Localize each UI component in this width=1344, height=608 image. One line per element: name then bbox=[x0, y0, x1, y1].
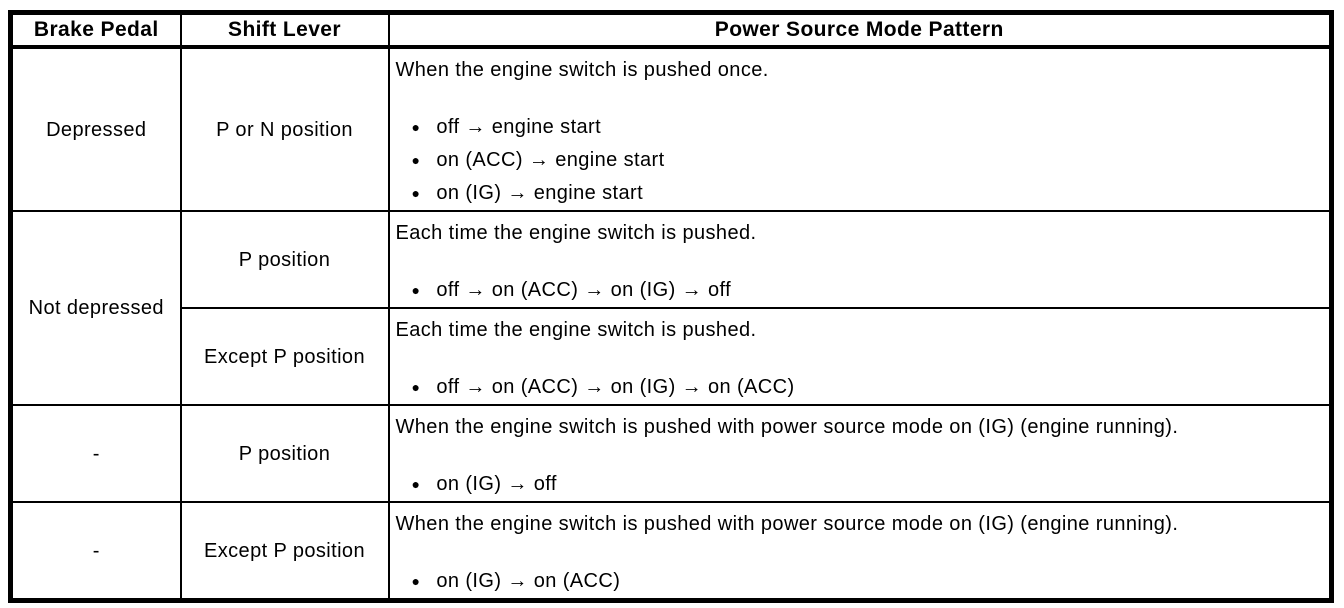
brake-pedal-cell: - bbox=[9, 501, 182, 602]
pattern-intro: Each time the engine switch is pushed. bbox=[395, 319, 757, 341]
header-brake-pedal: Brake Pedal bbox=[9, 11, 182, 49]
shift-lever-cell: Except P position bbox=[179, 501, 390, 602]
pattern-cell: Each time the engine switch is pushed. ●… bbox=[387, 210, 1333, 309]
pattern-step-text: off → engine start bbox=[436, 116, 602, 138]
brake-pedal-cell: Depressed bbox=[9, 46, 182, 212]
shift-lever-cell: P or N position bbox=[179, 46, 390, 212]
table-row: - Except P position When the engine swit… bbox=[9, 501, 1333, 602]
table-row: Depressed P or N position When the engin… bbox=[9, 46, 1333, 212]
header-power-source-mode-pattern: Power Source Mode Pattern bbox=[387, 11, 1333, 49]
spacer bbox=[396, 246, 1324, 274]
pattern-step: ● off → engine start bbox=[396, 111, 1324, 144]
brake-pedal-cell: Not depressed bbox=[9, 210, 182, 406]
pattern-cell: When the engine switch is pushed with po… bbox=[387, 501, 1333, 602]
bullet-icon: ● bbox=[411, 119, 421, 135]
shift-lever-cell: P position bbox=[179, 404, 390, 503]
pattern-step: ● on (ACC) → engine start bbox=[396, 144, 1324, 177]
table-row: - P position When the engine switch is p… bbox=[9, 404, 1333, 503]
pattern-step: ● on (IG) → off bbox=[396, 468, 1324, 501]
pattern-cell: When the engine switch is pushed with po… bbox=[387, 404, 1333, 503]
brake-pedal-cell: - bbox=[9, 404, 182, 503]
pattern-step-text: off → on (ACC) → on (IG) → off bbox=[436, 279, 732, 301]
table-header-row: Brake Pedal Shift Lever Power Source Mod… bbox=[9, 11, 1333, 49]
bullet-icon: ● bbox=[411, 379, 421, 395]
pattern-step-text: on (ACC) → engine start bbox=[436, 149, 665, 171]
pattern-step: ● off → on (ACC) → on (IG) → off bbox=[396, 274, 1324, 307]
shift-lever-cell: P position bbox=[179, 210, 390, 309]
table-row: Except P position Each time the engine s… bbox=[11, 307, 1333, 406]
pattern-step-text: on (IG) → on (ACC) bbox=[436, 570, 621, 592]
spacer bbox=[396, 83, 1324, 111]
pattern-cell: When the engine switch is pushed once. ●… bbox=[387, 46, 1333, 212]
pattern-cell: Each time the engine switch is pushed. ●… bbox=[387, 307, 1333, 406]
bullet-icon: ● bbox=[411, 573, 421, 589]
pattern-step-text: on (IG) → off bbox=[436, 473, 557, 495]
pattern-step-text: on (IG) → engine start bbox=[436, 182, 644, 204]
pattern-intro: When the engine switch is pushed with po… bbox=[395, 513, 1179, 535]
bullet-icon: ● bbox=[411, 476, 421, 492]
bullet-icon: ● bbox=[411, 185, 421, 201]
pattern-step: ● off → on (ACC) → on (IG) → on (ACC) bbox=[396, 371, 1324, 404]
bullet-icon: ● bbox=[411, 152, 421, 168]
pattern-step: ● on (IG) → engine start bbox=[396, 177, 1324, 210]
shift-lever-cell: Except P position bbox=[179, 307, 390, 406]
header-shift-lever: Shift Lever bbox=[179, 11, 390, 49]
pattern-step-text: off → on (ACC) → on (IG) → on (ACC) bbox=[436, 376, 795, 398]
pattern-step: ● on (IG) → on (ACC) bbox=[396, 565, 1324, 598]
power-source-mode-table: Brake Pedal Shift Lever Power Source Mod… bbox=[8, 10, 1334, 603]
spacer bbox=[396, 537, 1324, 565]
bullet-icon: ● bbox=[411, 282, 421, 298]
pattern-intro: When the engine switch is pushed with po… bbox=[395, 416, 1179, 438]
spacer bbox=[396, 343, 1324, 371]
table-row: Not depressed P position Each time the e… bbox=[9, 210, 1333, 406]
spacer bbox=[396, 440, 1324, 468]
pattern-intro: When the engine switch is pushed once. bbox=[395, 59, 769, 81]
pattern-intro: Each time the engine switch is pushed. bbox=[395, 222, 757, 244]
